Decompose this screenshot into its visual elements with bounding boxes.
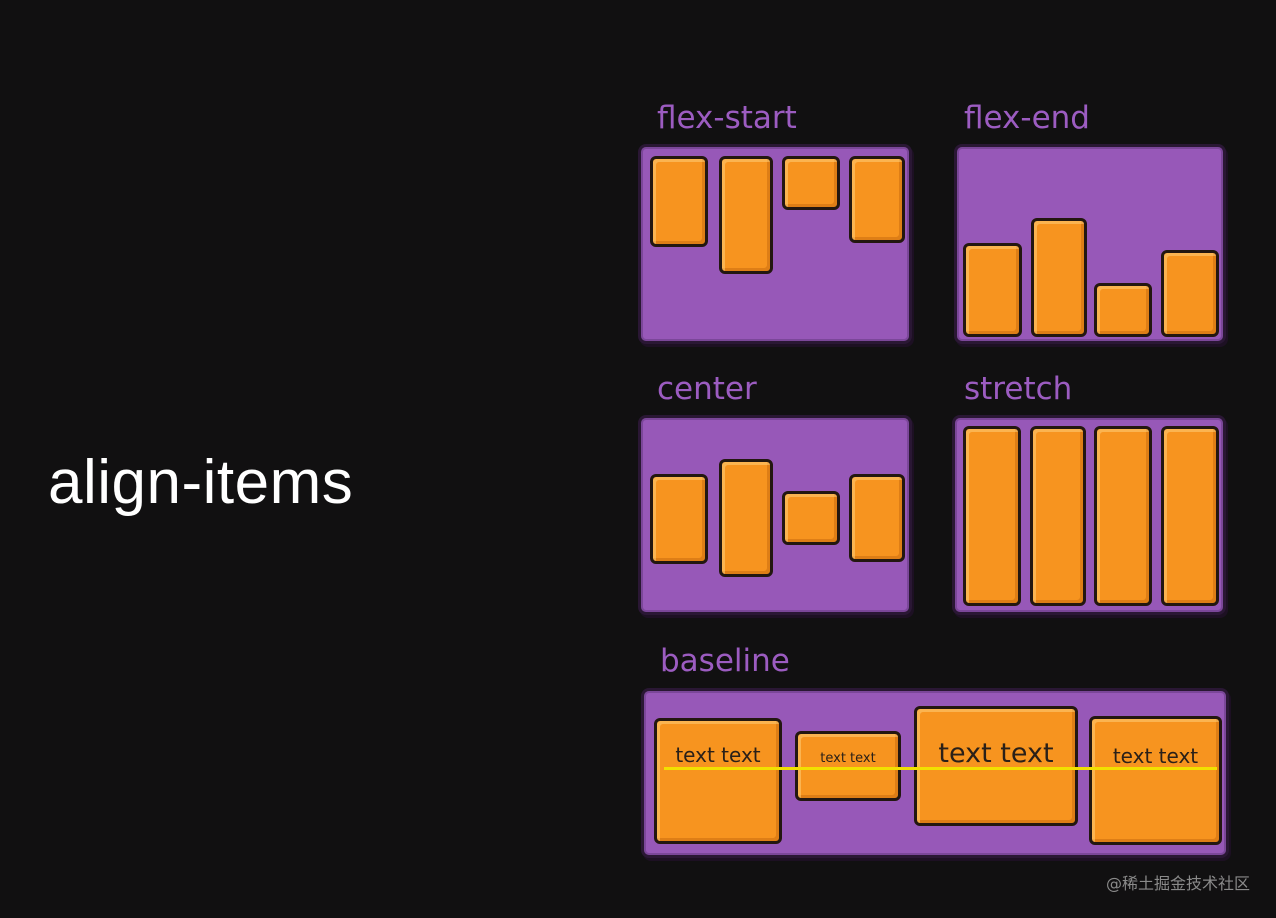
page-title: align-items [48, 448, 354, 517]
baseline-item-3-text: text text [938, 738, 1054, 769]
baseline-item-2: text text [795, 731, 901, 801]
flex-end-item-1 [963, 243, 1022, 337]
baseline-item-2-text: text text [820, 751, 876, 766]
stretch-item-4 [1161, 426, 1219, 606]
flex-start-item-4 [849, 156, 905, 243]
flex-start-item-1 [650, 156, 708, 247]
baseline-item-3: text text [914, 706, 1078, 826]
baseline-item-1: text text [654, 718, 782, 844]
center-container [638, 415, 912, 615]
stretch-label: stretch [964, 371, 1073, 407]
center-item-1 [650, 474, 708, 564]
stretch-item-2 [1030, 426, 1086, 606]
baseline-container: text text text text text text text text [641, 688, 1229, 858]
baseline-line [664, 767, 1217, 770]
flex-end-item-3 [1094, 283, 1152, 337]
center-item-4 [849, 474, 905, 562]
flex-end-container [954, 144, 1226, 344]
flex-start-item-3 [782, 156, 840, 210]
flex-start-label: flex-start [657, 100, 797, 136]
baseline-item-4: text text [1089, 716, 1222, 845]
baseline-item-1-text: text text [675, 743, 761, 767]
baseline-item-4-text: text text [1112, 744, 1199, 768]
stretch-container [952, 415, 1226, 615]
center-item-2 [719, 459, 773, 577]
flex-end-label: flex-end [964, 100, 1090, 136]
watermark: @稀土掘金技术社区 [1105, 874, 1250, 893]
flex-end-item-4 [1161, 250, 1219, 337]
flex-end-item-2 [1031, 218, 1087, 337]
stretch-item-1 [963, 426, 1021, 606]
flex-start-container [638, 144, 912, 344]
center-label: center [657, 371, 757, 407]
baseline-label: baseline [660, 643, 790, 679]
flex-start-item-2 [719, 156, 773, 274]
stretch-item-3 [1094, 426, 1152, 606]
center-item-3 [782, 491, 840, 545]
